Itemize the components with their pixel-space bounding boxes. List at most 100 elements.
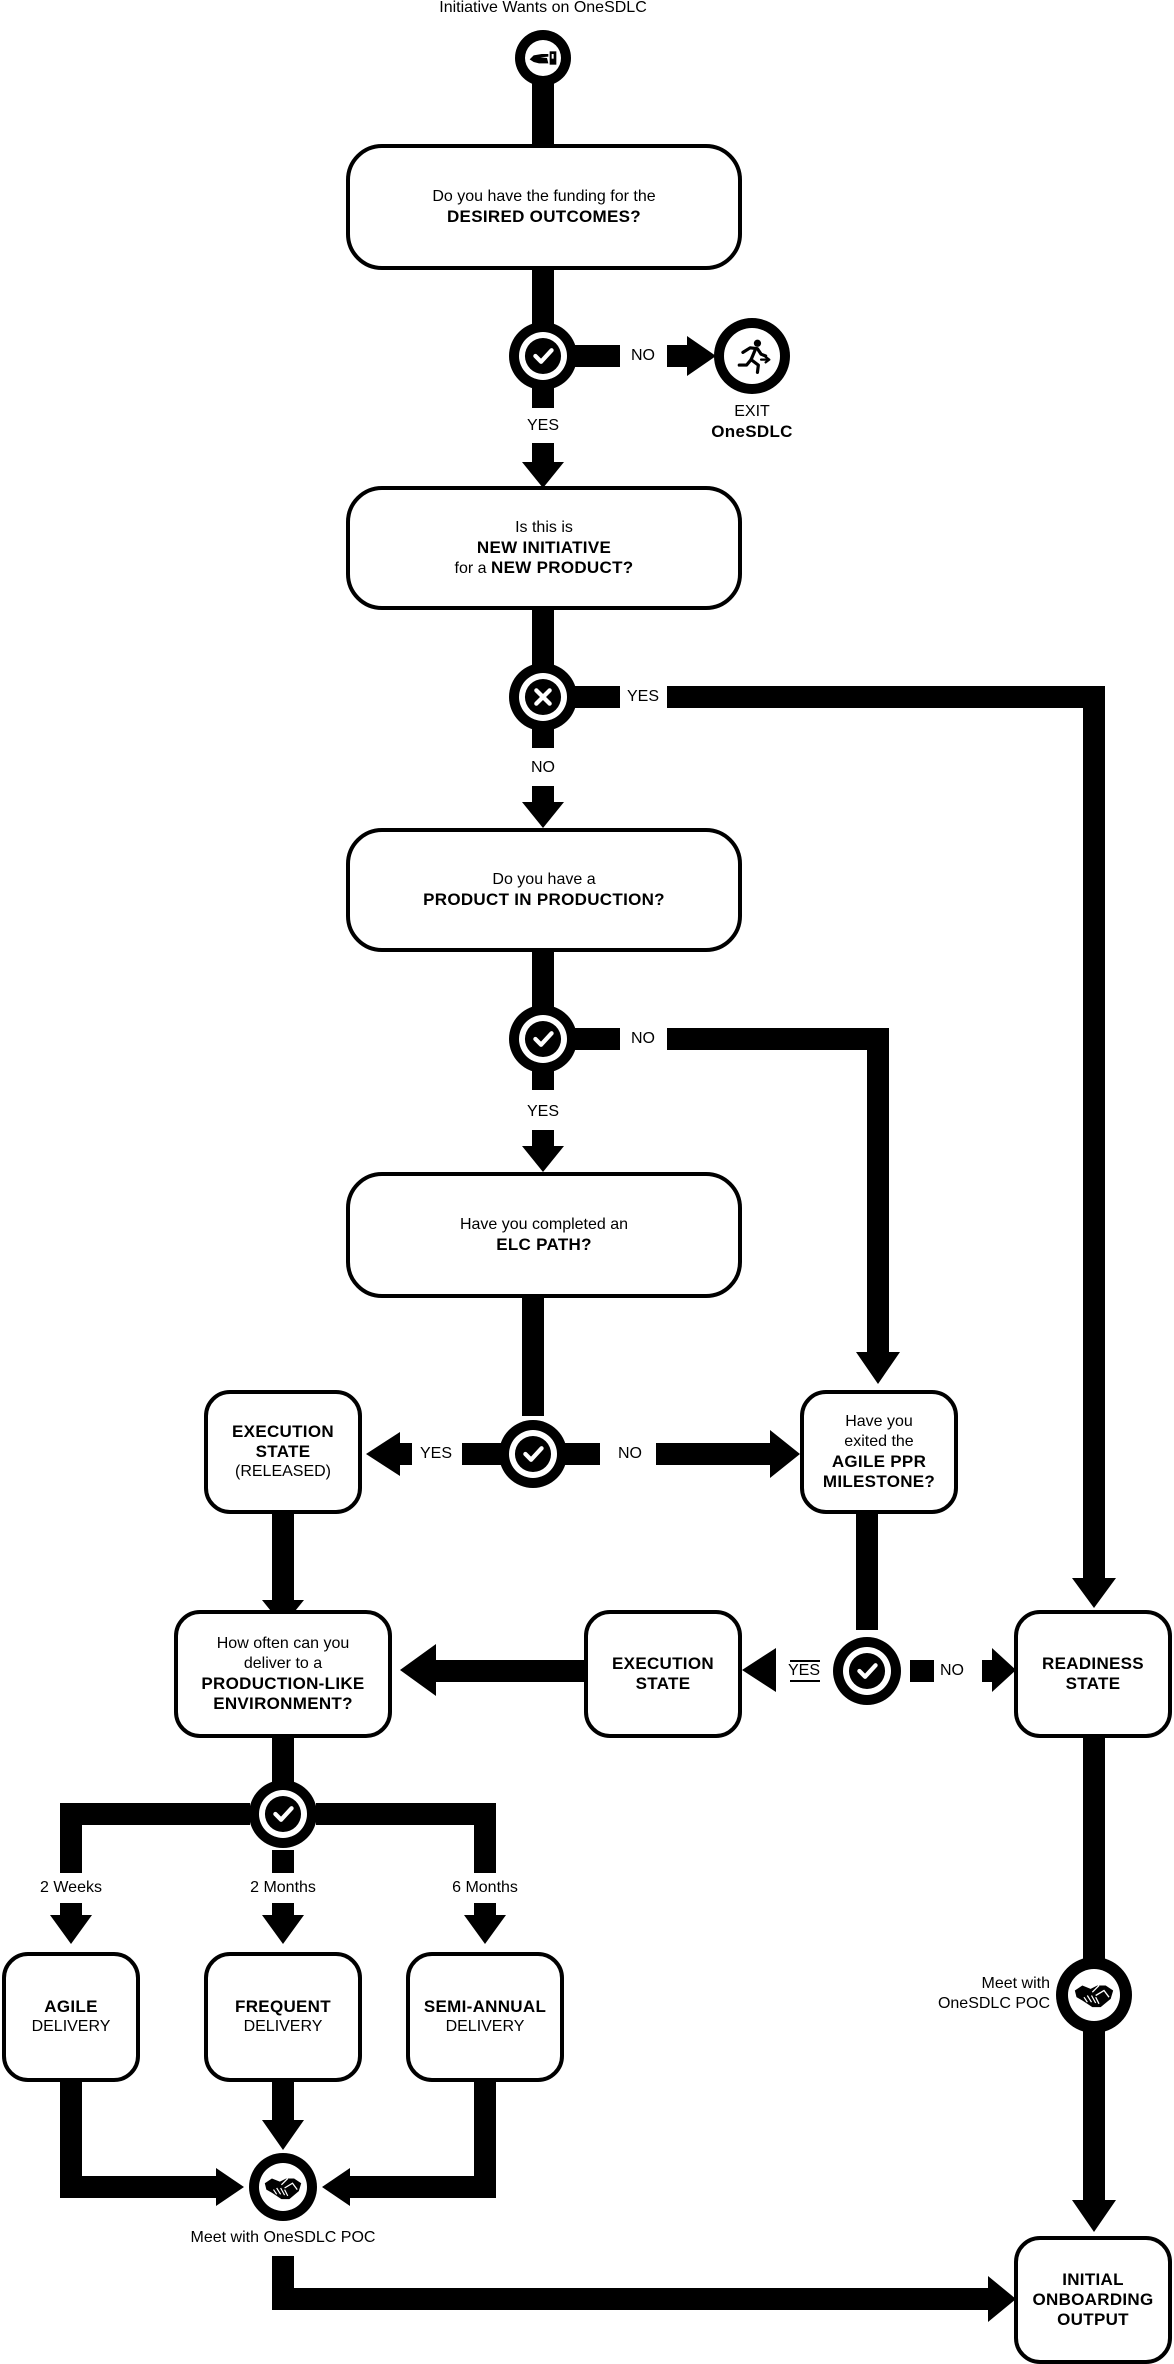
connector-elc-yes-stub <box>462 1443 508 1465</box>
arrow-to-q-often-side <box>400 1644 436 1696</box>
agile-delivery-line1: AGILE <box>44 1997 98 2016</box>
connector-agile-no-stub <box>910 1660 934 1682</box>
check-icon <box>525 1021 561 1057</box>
check-icon <box>515 1436 551 1472</box>
box-readiness[interactable] <box>1014 1610 1172 1738</box>
q-agile-line3: AGILE PPR <box>831 1452 927 1471</box>
arrow-agile-to-meet <box>216 2168 244 2206</box>
decision-new[interactable] <box>509 663 577 731</box>
exec-released-line2: STATE <box>255 1442 311 1461</box>
arrow-to-exec-state <box>742 1648 776 1692</box>
q-agile-text: Have you exited the AGILE PPR MILESTONE? <box>802 1392 956 1512</box>
box-q-agile[interactable] <box>800 1390 958 1514</box>
frequent-delivery-text: FREQUENT DELIVERY <box>206 1954 360 2080</box>
elc-no-label: NO <box>614 1445 646 1463</box>
box-q-new[interactable] <box>346 486 742 610</box>
connector-new-yes-vertical <box>1083 686 1105 1582</box>
box-exec-released[interactable] <box>204 1390 362 1514</box>
arrow-to-frequent-delivery <box>262 1915 304 1944</box>
connector-frequent-delivery-down <box>272 2080 294 2122</box>
decision-prod[interactable] <box>509 1005 577 1073</box>
decision-agile[interactable] <box>833 1637 901 1705</box>
connector-elc-decision <box>522 1296 544 1416</box>
q-often-line4: ENVIRONMENT? <box>213 1694 353 1713</box>
readiness-text: READINESS STATE <box>1016 1612 1170 1736</box>
elc-yes-label: YES <box>415 1445 457 1463</box>
connector-new-yes-horizontal <box>667 686 1105 708</box>
decision-funding[interactable] <box>509 322 577 390</box>
q-prod-line1: Do you have a <box>492 871 596 888</box>
onboarding-text: INITIAL ONBOARDING OUTPUT <box>1016 2238 1170 2362</box>
prod-yes-label: YES <box>522 1103 564 1121</box>
funding-no-label: NO <box>627 347 659 365</box>
arrow-to-q-agile-side <box>770 1430 800 1478</box>
q-agile-line4: MILESTONE? <box>822 1472 936 1491</box>
box-onboarding[interactable] <box>1014 2236 1172 2364</box>
connector-often-left-horizontal <box>60 1803 250 1825</box>
connector-agile-delivery-right <box>60 2176 220 2198</box>
funding-yes-label: YES <box>522 417 564 435</box>
q-funding-text: Do you have the funding for the DESIRED … <box>348 146 740 268</box>
arrow-to-exec-released <box>366 1432 400 1476</box>
arrow-to-exit <box>687 336 716 376</box>
connector-agile-decision <box>856 1512 878 1630</box>
exec-released-text: EXECUTION STATE (RELEASED) <box>206 1392 360 1512</box>
q-elc-line2: ELC PATH? <box>496 1235 592 1254</box>
q-new-line1: Is this is <box>515 518 573 536</box>
q-new-text: Is this is NEW INITIATIVE for a NEW PROD… <box>348 488 740 608</box>
box-frequent-delivery[interactable] <box>204 1952 362 2082</box>
q-funding-line1: Do you have the funding for the <box>432 188 656 205</box>
new-no-label: NO <box>527 759 559 777</box>
q-new-line3a: for a <box>454 559 492 577</box>
meet-right-line2: OneSDLC POC <box>937 1995 1050 2012</box>
start-node[interactable] <box>515 30 571 86</box>
q-often-text: How often can you deliver to a PRODUCTIO… <box>176 1612 390 1736</box>
decision-elc[interactable] <box>499 1420 567 1488</box>
meet-left-node[interactable] <box>249 2153 317 2221</box>
connector-released-often <box>272 1512 294 1604</box>
q-often-line1: How often can you <box>216 1635 350 1652</box>
q-agile-line2: exited the <box>844 1433 914 1450</box>
connector-semi-delivery-down <box>474 2080 496 2198</box>
arrow-semi-to-meet <box>322 2168 350 2206</box>
arrow-to-q-agile <box>856 1352 900 1384</box>
box-agile-delivery[interactable] <box>2 1952 140 2082</box>
connector-semi-delivery-left <box>346 2176 496 2198</box>
q-funding-line2: DESIRED OUTCOMES? <box>446 207 641 226</box>
frequent-delivery-line1: FREQUENT <box>235 1997 331 2016</box>
connector-often-mid-down <box>272 1850 294 1873</box>
often-option-2-months: 2 Months <box>246 1879 320 1897</box>
exit-line1: EXIT <box>734 403 770 420</box>
boxes <box>2 144 1172 2364</box>
q-agile-line1: Have you <box>845 1413 913 1430</box>
meet-left-label: Meet with OneSDLC POC <box>190 2229 376 2246</box>
agile-no-label: NO <box>936 1662 968 1680</box>
exec-released-line1: EXECUTION <box>232 1422 334 1441</box>
decision-often[interactable] <box>249 1780 317 1848</box>
connector-exec-often <box>430 1660 586 1682</box>
connector-prod-no-horizontal <box>667 1028 889 1050</box>
q-new-line3b: NEW PRODUCT? <box>491 557 634 577</box>
box-q-elc[interactable] <box>346 1172 742 1298</box>
meet-right-node[interactable] <box>1056 1957 1132 2033</box>
box-q-often[interactable] <box>174 1610 392 1738</box>
exit-node[interactable] <box>714 318 790 394</box>
box-semi-annual-delivery[interactable] <box>406 1952 564 2082</box>
exit-label: EXIT OneSDLC <box>702 400 802 444</box>
connector-funding-no-right <box>667 345 689 367</box>
box-q-funding[interactable] <box>346 144 742 270</box>
connector-funding-yes-bottom <box>532 443 554 465</box>
exec-state-text: EXECUTION STATE <box>586 1612 740 1736</box>
arrow-to-onboarding-top <box>1072 2200 1116 2232</box>
connectors <box>50 80 1116 2322</box>
box-exec-state[interactable] <box>584 1610 742 1738</box>
connector-new-decision <box>532 608 554 668</box>
start-label: Initiative Wants on OneSDLC <box>439 0 647 16</box>
connector-often-right-horizontal <box>316 1803 496 1825</box>
box-q-prod[interactable] <box>346 828 742 952</box>
onboarding-line1: INITIAL <box>1062 2270 1124 2289</box>
new-yes-label: YES <box>622 688 664 706</box>
agile-yes-label: YES <box>783 1662 825 1680</box>
connector-start-funding <box>532 80 554 146</box>
q-elc-text: Have you completed an ELC PATH? <box>348 1174 740 1296</box>
